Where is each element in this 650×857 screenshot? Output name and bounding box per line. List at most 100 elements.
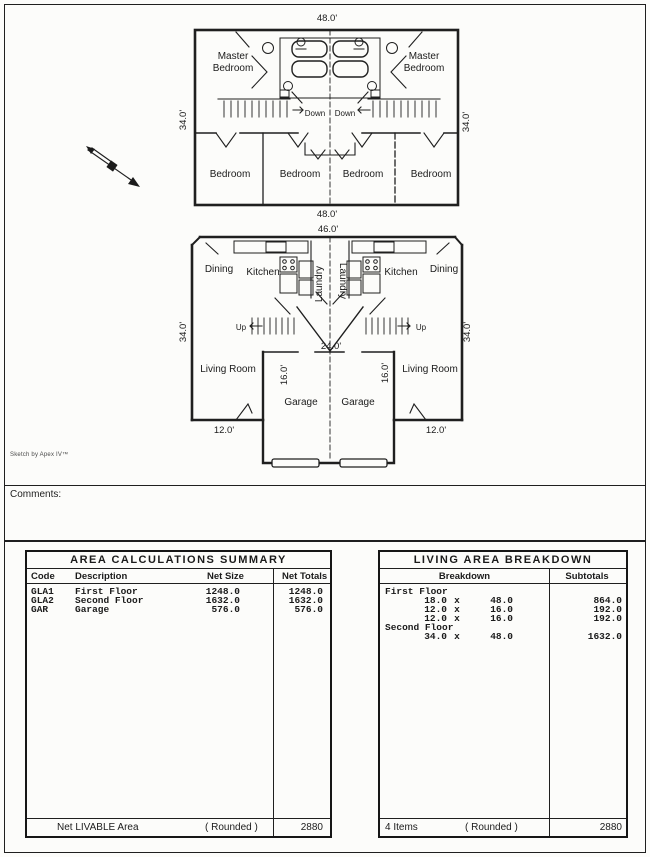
bathtub-icon [291, 60, 328, 78]
breakdown-subtotal: 192.0 [593, 613, 622, 624]
column-header-code: Code [31, 571, 55, 582]
row-code: GLA2 [31, 595, 54, 606]
room-label-living-room-left: Living Room [200, 364, 256, 375]
kitchen-sink-icon [265, 241, 287, 253]
comments-label: Comments: [10, 489, 62, 500]
sink-icon [354, 37, 364, 47]
down-arrow-icon [357, 106, 371, 114]
row-net-totals: 576.0 [294, 604, 323, 615]
room-label-living-room-right: Living Room [402, 364, 458, 375]
row-code: GLA1 [31, 586, 54, 597]
toilet-icon [283, 81, 293, 91]
stairs-up [249, 317, 411, 335]
column-divider [273, 568, 275, 836]
bathtub-icon [291, 40, 328, 58]
breakdown-dim-b: 16.0 [490, 604, 513, 615]
stove-icon [362, 256, 381, 273]
table-rule [27, 583, 330, 585]
footer-total-value: 2880 [599, 822, 622, 833]
room-label-bedroom-3: Bedroom [343, 169, 384, 180]
stairs-down [217, 98, 441, 118]
dim-label-upper-left: 34.0' [178, 110, 189, 130]
room-label-master-bedroom-left: Master [218, 51, 249, 62]
table-title: AREA CALCULATIONS SUMMARY [70, 554, 287, 566]
dim-label-garage-depth-left: 16.0' [279, 365, 290, 385]
room-label-dining-right: Dining [430, 264, 458, 275]
garage-door-icon [271, 458, 320, 468]
stairs-label-down-left: Down [305, 109, 325, 118]
row-net-size: 1248.0 [205, 586, 240, 597]
dim-label-upper-right: 34.0' [461, 112, 472, 132]
column-divider [549, 568, 551, 836]
breakdown-dim-a: 12.0 [424, 613, 447, 624]
room-label-master-bedroom-left: Bedroom [213, 63, 254, 74]
footer-rounded-label: ( Rounded ) [465, 822, 518, 833]
room-label-master-bedroom-right: Bedroom [404, 63, 445, 74]
fridge-icon [346, 260, 362, 279]
breakdown-operator: x [454, 613, 460, 624]
sink-icon [296, 37, 306, 47]
column-header-description: Description [75, 571, 128, 582]
section-label: First Floor [385, 586, 448, 597]
room-label-kitchen-left: Kitchen [246, 267, 279, 278]
column-header-net-totals: Net Totals [282, 571, 328, 582]
row-description: First Floor [75, 586, 138, 597]
toilet-icon [386, 42, 398, 54]
room-label-master-bedroom-right: Master [409, 51, 440, 62]
room-label-dining-left: Dining [205, 264, 233, 275]
row-description: Second Floor [75, 595, 144, 606]
kitchen-sink-icon [373, 241, 395, 253]
row-net-size: 1632.0 [205, 595, 240, 606]
dim-label-upper-bottom: 48.0' [317, 209, 337, 220]
breakdown-dim-a: 12.0 [424, 604, 447, 615]
vanity-icon [370, 89, 381, 98]
stove-icon [279, 256, 298, 273]
section-divider [5, 485, 645, 487]
row-description: Garage [75, 604, 110, 615]
dim-label-garage-width: 24.0' [321, 341, 341, 352]
stairs-label-up-left: Up [236, 323, 247, 332]
footer-label: 4 Items [385, 822, 418, 833]
floor-plan-sketch: 48.0' 48.0' 34.0' 34.0' Master Bedroom M… [86, 13, 473, 468]
breakdown-operator: x [454, 604, 460, 615]
row-net-size: 576.0 [211, 604, 240, 615]
table-rule [380, 568, 626, 570]
breakdown-dim-b: 16.0 [490, 613, 513, 624]
breakdown-dim-b: 48.0 [490, 595, 513, 606]
bathtub-icon [332, 40, 369, 58]
up-arrow-icon [397, 322, 411, 330]
column-header-net-size: Net Size [207, 571, 244, 582]
room-label-bedroom-1: Bedroom [210, 169, 251, 180]
kitchen-fixtures [233, 240, 427, 296]
toilet-icon [262, 42, 274, 54]
breakdown-operator: x [454, 631, 460, 642]
dim-label-lower-left: 34.0' [178, 322, 189, 342]
footer-rounded-label: ( Rounded ) [205, 822, 258, 833]
room-label-kitchen-right: Kitchen [384, 267, 417, 278]
fridge-icon [298, 260, 314, 279]
dim-label-wing-left: 12.0' [214, 425, 234, 436]
room-label-bedroom-2: Bedroom [280, 169, 321, 180]
breakdown-dim-b: 48.0 [490, 631, 513, 642]
room-label-laundry-left: Laundry [314, 266, 325, 302]
up-arrow-icon [249, 322, 263, 330]
dim-label-lower-right: 34.0' [462, 322, 473, 342]
north-arrow-icon [86, 146, 140, 187]
section-label: Second Floor [385, 622, 454, 633]
room-label-bedroom-4: Bedroom [411, 169, 452, 180]
table-rule [380, 583, 626, 585]
stairs-label-down-right: Down [335, 109, 355, 118]
dim-label-wing-right: 12.0' [426, 425, 446, 436]
garage-doors [271, 458, 388, 468]
room-label-laundry-right: Laundry [337, 263, 348, 299]
breakdown-dim-a: 18.0 [424, 595, 447, 606]
bathroom-fixtures [262, 37, 398, 99]
toilet-icon [367, 81, 377, 91]
footer-label: Net LIVABLE Area [57, 822, 139, 833]
breakdown-subtotal: 864.0 [593, 595, 622, 606]
table-rule [27, 818, 330, 820]
breakdown-subtotal: 192.0 [593, 604, 622, 615]
garage-door-icon [339, 458, 388, 468]
row-net-totals: 1632.0 [288, 595, 323, 606]
counter-icon [362, 273, 381, 294]
